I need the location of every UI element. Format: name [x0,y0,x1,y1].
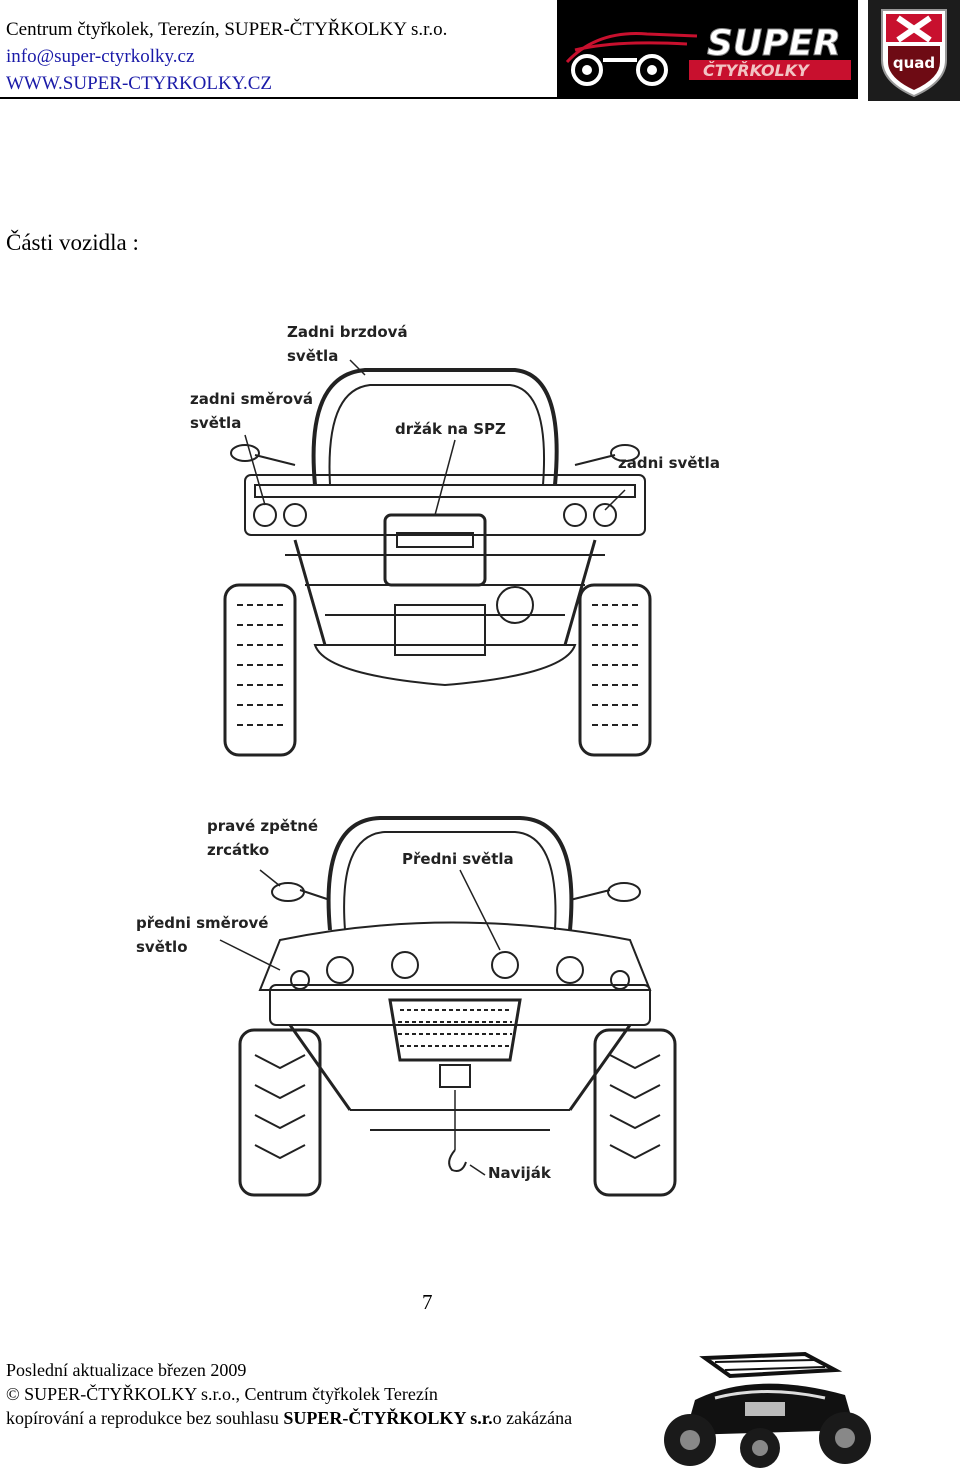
section-title: Části vozidla : [6,230,139,255]
badge-quad-text: quad [893,54,935,72]
quad-bike-photo [635,1340,885,1468]
label-rear-brake-lights: Zadni brzdová světla [287,323,408,365]
front-view-diagram: pravé zpětné zrcátko Předni světla předn… [130,810,690,1200]
logo-super-text: SUPER [707,23,841,64]
email-link[interactable]: info@super-ctyrkolky.cz [6,46,195,67]
label-right-mirror: pravé zpětné zrcátko [207,817,319,859]
footer-notice-suffix: o zakázána [492,1408,573,1428]
footer-notice: kopírování a reprodukce bez souhlasu SUP… [6,1406,572,1430]
label-plate-holder: držák na SPZ [395,420,506,438]
footer: Poslední aktualizace březen 2009 © SUPER… [6,1358,572,1430]
footer-updated: Poslední aktualizace březen 2009 [6,1360,247,1380]
super-ctyrkolky-logo: SUPER ČTYŘKOLKY [557,0,858,98]
rear-view-diagram: Zadni brzdová světla zadni směrová světl… [185,315,745,765]
label-rear-lights: zadni světla [618,454,720,472]
footer-notice-bold: SUPER-ČTYŘKOLKY s.r. [283,1408,493,1428]
label-headlights: Předni světla [402,850,514,868]
header-contact: Centrum čtyřkolek, Terezín, SUPER-ČTYŘKO… [6,16,447,97]
label-rear-indicators: zadni směrová světla [190,390,313,432]
footer-copyright: © SUPER-ČTYŘKOLKY s.r.o., Centrum čtyřko… [6,1384,438,1404]
label-front-indicator: předni směrové světlo [136,914,269,956]
header-divider [0,97,858,99]
page-number: 7 [422,1290,433,1314]
label-winch: Naviják [488,1164,551,1182]
logo-ctyrkolky-text: ČTYŘKOLKY [703,60,810,80]
footer-notice-prefix: kopírování a reprodukce bez souhlasu [6,1408,284,1428]
x-quad-badge: quad [868,0,960,101]
website-link[interactable]: WWW.SUPER-CTYRKOLKY.CZ [6,73,273,94]
company-line: Centrum čtyřkolek, Terezín, SUPER-ČTYŘKO… [6,19,448,40]
